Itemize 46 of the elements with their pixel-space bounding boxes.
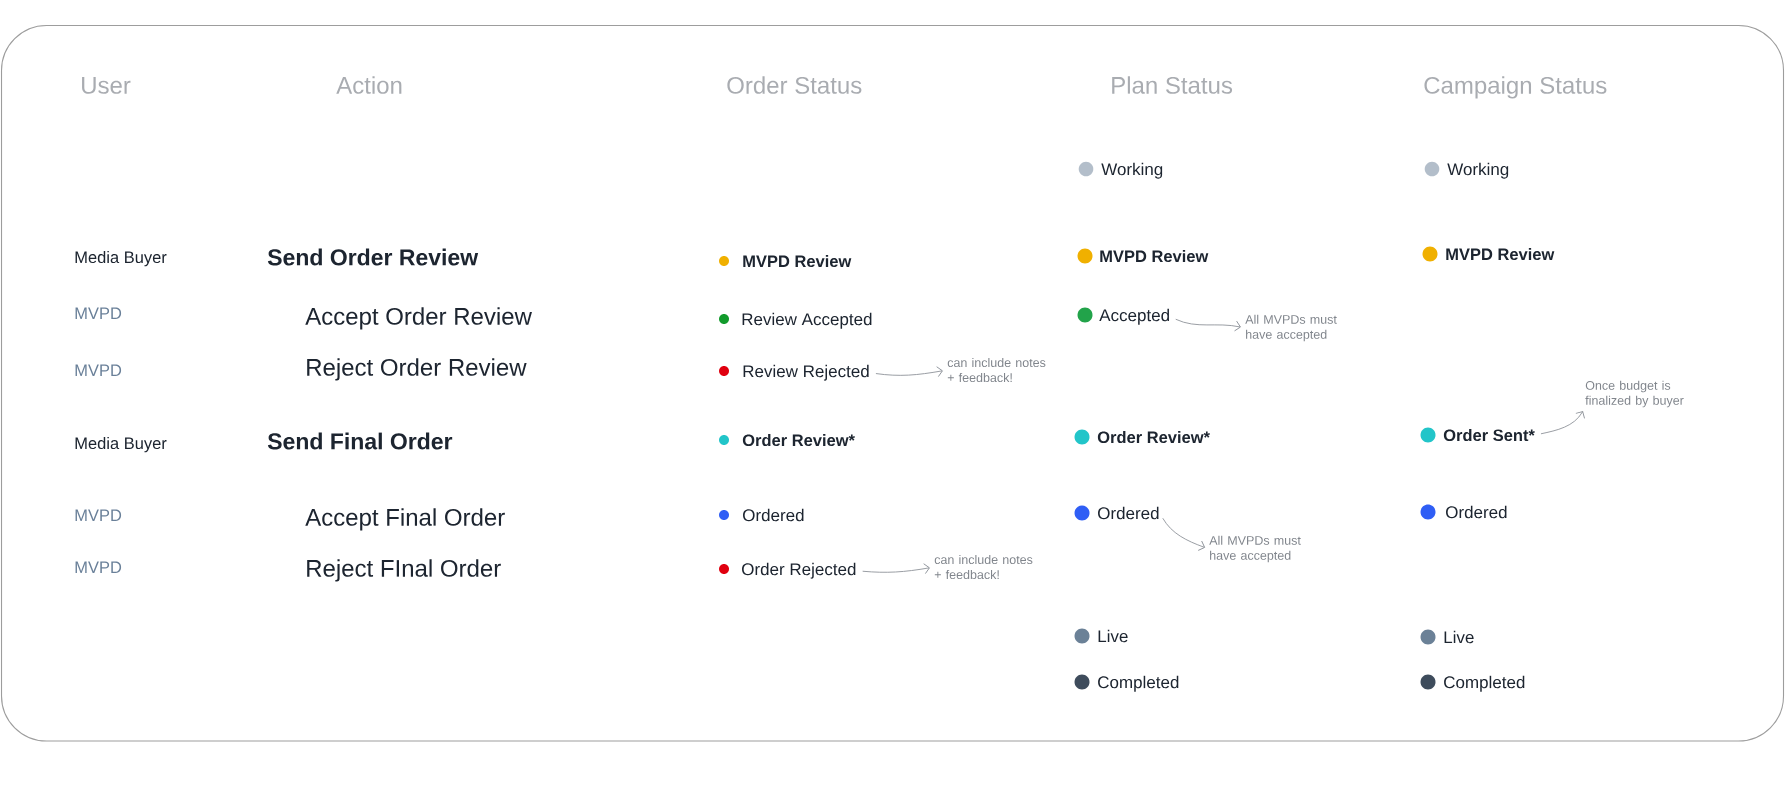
arrow (1175, 318, 1241, 332)
status-label: MVPD Review (1100, 250, 1209, 263)
status-label: Ordered (1098, 506, 1159, 520)
role-label: Media Buyer (75, 251, 167, 267)
status-label: Order Review* (1097, 431, 1210, 444)
column-header: Campaign Status (1424, 76, 1607, 99)
status-label: MVPD Review (743, 255, 852, 268)
action-label: Send Order Review (267, 248, 479, 266)
note-text: All MVPDs must have accepted (1245, 314, 1337, 342)
action-label: Reject FInal Order (307, 559, 501, 582)
status-label: Accepted (1099, 308, 1169, 325)
role-label: Media Buyer (75, 437, 167, 453)
note-text: Once budget is finalized by buyer (1585, 380, 1684, 408)
note-text: can include notes + feedback! (934, 554, 1033, 580)
status-label: Ordered (743, 508, 804, 522)
status-label: Completed (1444, 675, 1525, 692)
arrow (862, 563, 930, 575)
note-text: All MVPDs must have accepted (1209, 535, 1301, 563)
role-label: MVPD (75, 561, 122, 573)
column-header: User (82, 77, 131, 94)
note-text: can include notes + feedback! (947, 357, 1046, 383)
status-label: Order Sent* (1443, 429, 1535, 442)
arrow (875, 366, 943, 378)
status-label: Completed (1098, 675, 1179, 692)
status-label: Working (1447, 162, 1509, 179)
role-label: MVPD (75, 364, 122, 376)
action-label: Accept Order Review (305, 307, 532, 330)
column-header: Action (336, 76, 402, 94)
status-label: MVPD Review (1446, 248, 1555, 261)
status-label: Ordered (1446, 505, 1507, 519)
role-label: MVPD (75, 307, 122, 319)
column-header: Plan Status (1112, 76, 1233, 94)
arrow (1540, 411, 1585, 435)
status-label: Review Accepted (742, 312, 872, 329)
arrow (1162, 517, 1206, 551)
action-label: Reject Order Review (307, 358, 527, 381)
role-label: MVPD (75, 509, 122, 521)
status-label: Order Review* (742, 434, 855, 447)
action-label: Send Final Order (267, 432, 453, 450)
status-label: Working (1101, 162, 1163, 179)
status-label: Review Rejected (743, 364, 869, 381)
column-header: Order Status (727, 76, 862, 94)
status-label: Order Rejected (742, 562, 856, 579)
status-label: Live (1444, 630, 1474, 644)
action-label: Accept Final Order (305, 508, 505, 531)
status-label: Live (1098, 629, 1128, 643)
